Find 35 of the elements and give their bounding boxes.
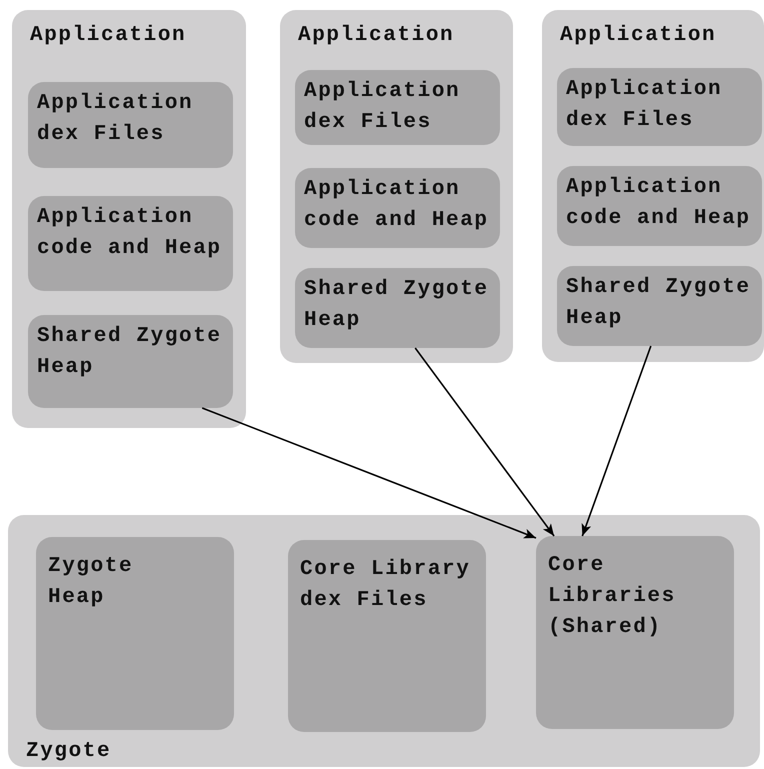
- box-label: Shared Zygote Heap: [566, 275, 752, 332]
- process-box: [288, 540, 486, 732]
- container-title: Application: [560, 23, 716, 49]
- arrow: [582, 346, 652, 536]
- arrow: [202, 407, 536, 539]
- box-label: Application code and Heap: [304, 177, 490, 234]
- box-label: Zygote Heap: [48, 554, 134, 611]
- container-title: Zygote: [26, 739, 112, 765]
- process-box: [28, 82, 233, 168]
- process-box: [295, 168, 500, 248]
- box-label: Shared Zygote Heap: [304, 277, 490, 334]
- process-box: [557, 266, 762, 346]
- box-label: Application code and Heap: [37, 205, 223, 262]
- container-panel: [12, 10, 246, 428]
- container-title: Application: [30, 23, 186, 49]
- container-panel: [8, 515, 760, 767]
- container-panel: [280, 10, 513, 363]
- process-box: [28, 196, 233, 291]
- container-panel: [542, 10, 764, 362]
- box-label: Application dex Files: [566, 77, 724, 134]
- box-label: Application dex Files: [37, 91, 194, 148]
- arrow: [414, 348, 555, 536]
- process-box: [28, 315, 233, 408]
- box-label: Core Library dex Files: [300, 557, 472, 614]
- process-box: [295, 70, 500, 145]
- box-label: Shared Zygote Heap: [37, 324, 223, 381]
- process-box: [557, 166, 762, 246]
- process-box: [295, 268, 500, 348]
- box-label: Core Libraries (Shared): [548, 553, 677, 641]
- process-box: [36, 537, 234, 730]
- box-label: Application dex Files: [304, 79, 462, 136]
- process-box: [557, 68, 762, 146]
- process-box: [536, 536, 734, 729]
- box-label: Application code and Heap: [566, 175, 752, 232]
- container-title: Application: [298, 23, 454, 49]
